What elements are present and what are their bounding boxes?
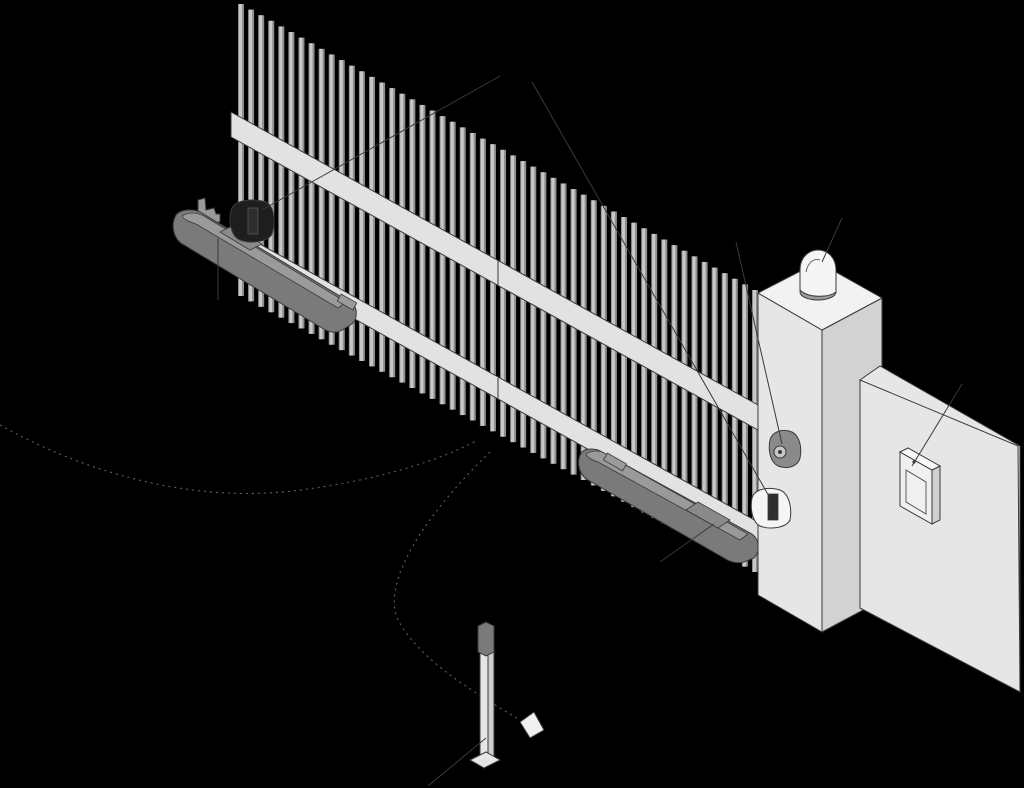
leader-line-photocell-pillar <box>531 81 771 499</box>
gate-bar-highlight <box>329 54 333 345</box>
gate-bar-highlight <box>400 93 404 383</box>
photocell-pillar <box>750 487 792 529</box>
gate-bar-highlight <box>349 65 353 356</box>
gate-bar-highlight <box>601 205 605 491</box>
gate-bar-highlight <box>450 121 454 410</box>
gate-bar-highlight <box>490 144 494 432</box>
cable-route-left <box>0 424 479 495</box>
gate-bar-highlight <box>591 200 595 486</box>
photocell-pillar-lens <box>767 493 779 521</box>
gate-bar-highlight <box>732 278 736 562</box>
control-unit-top <box>898 447 942 471</box>
photocell-column-head <box>477 621 495 657</box>
leader-line-flashing-light <box>821 217 843 263</box>
gate-bar-highlight <box>410 99 414 388</box>
gearmotor-left-clip <box>336 293 358 311</box>
cable-routes <box>0 424 521 721</box>
photocell-column <box>468 621 502 769</box>
gate-bar-highlight <box>299 37 303 329</box>
gate-bars <box>238 4 758 572</box>
leader-line-photocell-gate <box>261 75 501 211</box>
gate-bar-highlight <box>702 261 706 545</box>
gate-bar-highlight <box>611 211 615 497</box>
gate-bar-highlight <box>480 138 484 426</box>
photocell-gate <box>229 199 275 243</box>
leader-line-gearmotor-right <box>659 523 715 563</box>
gate-bar-highlight <box>571 189 575 475</box>
wall-panel <box>859 365 1021 693</box>
gate-bar-highlight <box>742 284 746 567</box>
gearmotor-left-top <box>181 212 347 309</box>
gate-bar-highlight <box>672 245 676 529</box>
gate-bar-highlight <box>541 172 545 459</box>
gate-bar-highlight <box>501 149 505 437</box>
gate-bar-highlight <box>521 161 525 448</box>
control-unit <box>898 447 942 525</box>
gate-bar-highlight <box>370 76 374 367</box>
gate-bar-highlight <box>712 267 716 551</box>
flashing-light-dome <box>799 249 837 297</box>
gate-bar-highlight <box>753 290 756 572</box>
gate-bar-highlight <box>339 60 343 351</box>
gate-bar-highlight <box>652 233 656 518</box>
gate-bar-highlight <box>289 32 293 324</box>
key-selector <box>768 429 802 469</box>
cable-route-column <box>393 451 521 721</box>
leader-lines <box>217 75 963 787</box>
gate-bar-highlight <box>249 9 253 302</box>
column-base <box>468 751 502 769</box>
flashing-light-highlight <box>805 259 821 273</box>
gearmotor-left <box>172 197 358 333</box>
gate-bar-highlight <box>470 132 474 421</box>
gearmotor-right-body <box>578 448 759 564</box>
gate-bar-highlight <box>561 183 565 470</box>
gate-bar-highlight <box>440 116 444 405</box>
gate-bar-highlight <box>551 177 555 464</box>
gearmotor-right-clip <box>602 452 628 472</box>
wall-panel-front <box>859 379 1021 693</box>
flashing-light <box>799 249 837 301</box>
control-unit-inset <box>905 469 927 515</box>
key-selector-keyhole <box>778 450 782 454</box>
gate-bar-highlight <box>430 110 434 399</box>
gate-bar-highlight <box>269 20 273 313</box>
gate-bar-highlight <box>511 155 515 443</box>
leader-line-control-unit <box>911 383 963 467</box>
gate-bar-highlight <box>662 239 666 524</box>
gate-bar-highlight <box>682 250 686 535</box>
gate-bar-highlight <box>259 15 263 307</box>
gate-bar-highlight <box>420 104 424 394</box>
gate-bar-highlight <box>642 228 646 513</box>
leader-line-key-selector <box>735 241 783 445</box>
column-stop-wedge <box>519 711 545 739</box>
gate-bar-highlight <box>722 273 726 556</box>
photocell-gate-lens <box>247 207 259 235</box>
gate-bar-highlight <box>581 194 585 481</box>
gate-bar-highlight <box>632 222 636 508</box>
gearmotor-right-cover <box>685 501 731 529</box>
gate-bar-highlight <box>359 71 363 361</box>
gate-bar-highlight <box>279 26 283 318</box>
leader-line-column <box>427 737 487 787</box>
gate-bar-highlight <box>390 88 394 378</box>
gate-bar-highlight <box>621 217 625 502</box>
gate-bar-highlight <box>692 256 696 540</box>
gate-bar-highlight <box>531 166 535 453</box>
gate-bar-highlight <box>319 48 323 340</box>
control-unit-side <box>931 465 941 525</box>
gate-bar-highlight <box>239 4 242 296</box>
gate-bar-highlight <box>380 82 384 372</box>
gate-bar-highlight <box>309 43 313 334</box>
gearmotor-left-body <box>172 209 357 333</box>
gate-bar-highlight <box>460 127 464 416</box>
